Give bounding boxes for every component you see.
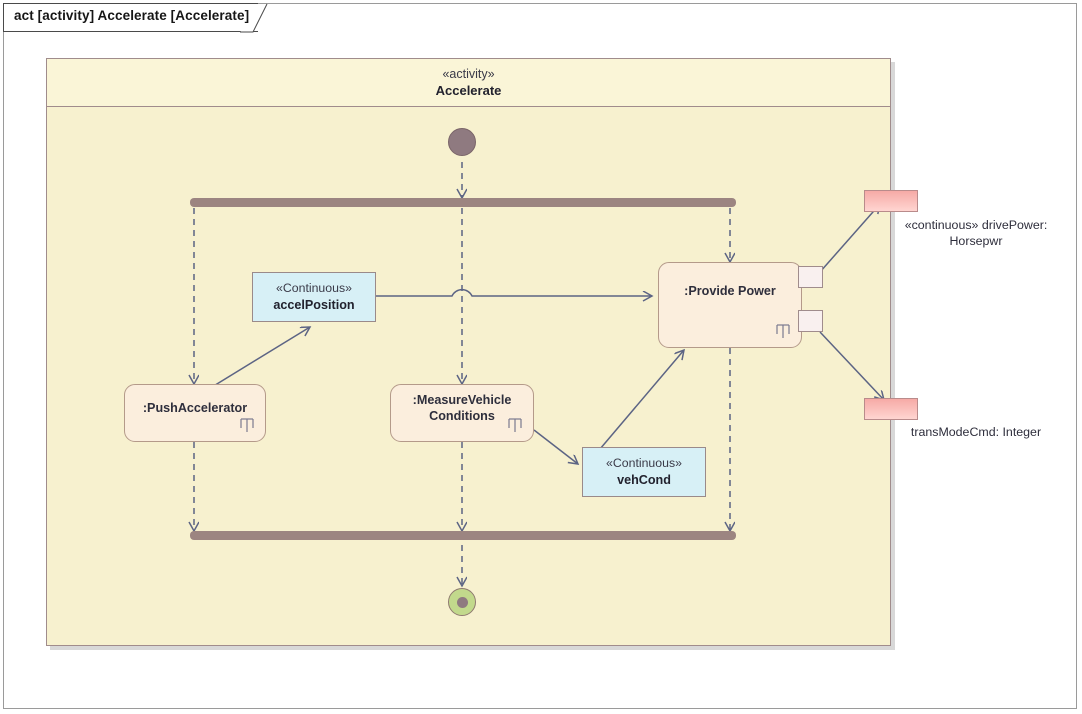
frame-header-tab	[3, 3, 258, 32]
rake-icon	[240, 418, 254, 432]
activity-box[interactable]: «activity» Accelerate	[46, 58, 891, 646]
join-bar[interactable]	[190, 531, 736, 540]
initial-node[interactable]	[448, 128, 476, 156]
action-provide-power-label: :Provide Power	[684, 283, 776, 298]
parameter-label-trans-mode-cmd: transModeCmd: Integer	[910, 425, 1042, 439]
veh-cond-name: vehCond	[617, 472, 671, 487]
object-node-veh-cond[interactable]: «Continuous» vehCond	[582, 447, 706, 497]
action-push-accelerator-label: :PushAccelerator	[142, 400, 248, 415]
pin-provide-power-drive-power[interactable]	[798, 266, 823, 288]
diagram-frame	[3, 3, 1077, 709]
rake-icon	[776, 324, 790, 338]
activity-header: «activity» Accelerate	[47, 59, 890, 107]
action-push-accelerator[interactable]: :PushAccelerator	[124, 384, 266, 442]
object-node-accel-position[interactable]: «Continuous» accelPosition	[252, 272, 376, 322]
parameter-node-drive-power[interactable]	[864, 190, 918, 212]
action-measure-vehicle-conditions[interactable]: :MeasureVehicle Conditions	[390, 384, 534, 442]
frame-tab-corner-icon	[240, 3, 270, 33]
activity-final-node[interactable]	[448, 588, 476, 616]
fork-bar[interactable]	[190, 198, 736, 207]
drive-power-line1: «continuous» drivePower:	[904, 218, 1048, 232]
pin-provide-power-trans-mode-cmd[interactable]	[798, 310, 823, 332]
action-measure-line1: :MeasureVehicle	[412, 392, 512, 407]
accel-position-stereotype: «Continuous»	[276, 280, 352, 295]
accel-position-name: accelPosition	[273, 297, 355, 312]
frame-header-label: act [activity] Accelerate [Accelerate]	[14, 8, 250, 23]
drive-power-line2: Horsepwr	[949, 234, 1003, 249]
action-measure-vehicle-conditions-label: :MeasureVehicle Conditions	[413, 392, 512, 424]
action-provide-power[interactable]: :Provide Power	[658, 262, 802, 348]
parameter-label-drive-power: «continuous» drivePower: Horsepwr	[876, 217, 1076, 250]
parameter-node-trans-mode-cmd[interactable]	[864, 398, 918, 420]
activity-stereotype: «activity»	[442, 67, 495, 81]
activity-name: Accelerate	[435, 82, 502, 98]
veh-cond-stereotype: «Continuous»	[606, 455, 682, 470]
action-measure-line2: Conditions	[429, 409, 495, 423]
